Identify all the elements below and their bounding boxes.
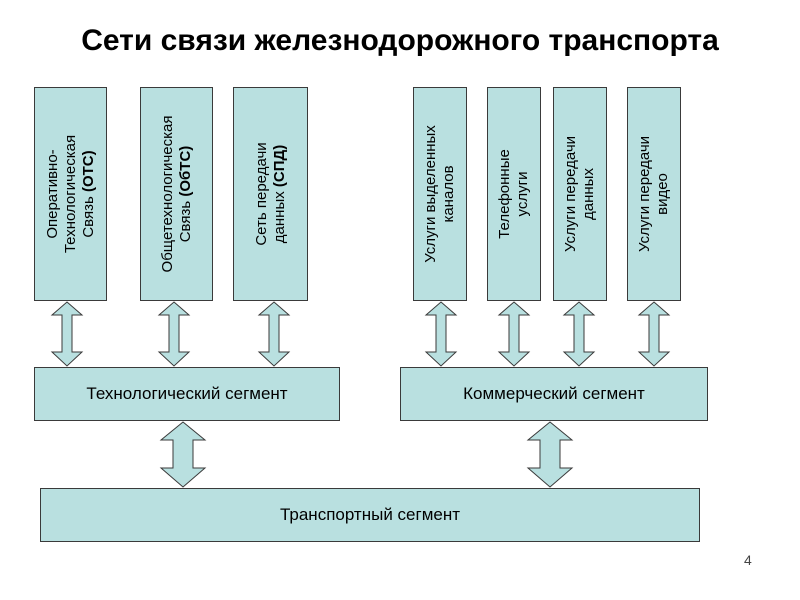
arrow-tech-transport [159, 421, 207, 488]
box-spd: Сеть передачи данных (СПД) [233, 87, 308, 301]
arrow-comm-transport [526, 421, 574, 488]
transport-segment-label: Транспортный сегмент [279, 505, 461, 524]
arrow-spd [257, 301, 291, 367]
box-video: Услуги передачи видео [627, 87, 681, 301]
arrow-video [637, 301, 671, 367]
arrow-ots [50, 301, 84, 367]
box-telephone: Телефонные услуги [487, 87, 541, 301]
arrow-telephone [497, 301, 531, 367]
page-number: 4 [744, 552, 752, 568]
transport-segment-box: Транспортный сегмент [40, 488, 700, 542]
tech-segment-box: Технологический сегмент [34, 367, 340, 421]
arrow-obts [157, 301, 191, 367]
box-obts: Общетехнологическая Связь (ОбТС) [140, 87, 213, 301]
box-data-services: Услуги передачи данных [553, 87, 607, 301]
arrow-leased-channels [424, 301, 458, 367]
box-leased-channels: Услуги выделенных каналов [413, 87, 467, 301]
tech-segment-label: Технологический сегмент [86, 384, 288, 403]
comm-segment-label: Коммерческий сегмент [463, 384, 645, 403]
arrow-data-services [562, 301, 596, 367]
comm-segment-box: Коммерческий сегмент [400, 367, 708, 421]
page-title: Сети связи железнодорожного транспорта [81, 24, 719, 57]
box-ots: Оперативно- Технологическая Связь (ОТС) [34, 87, 107, 301]
